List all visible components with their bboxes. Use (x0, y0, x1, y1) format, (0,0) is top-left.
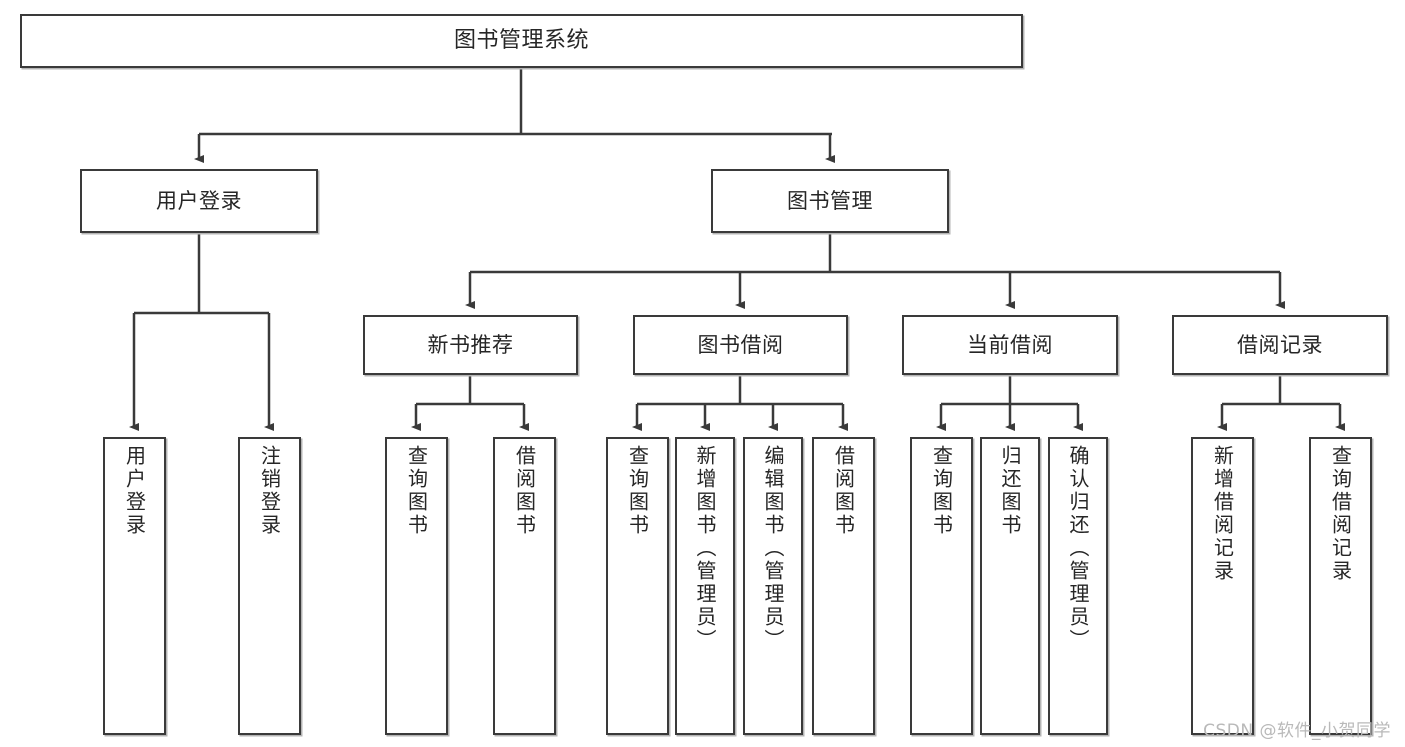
leaf-newbook-query-book[interactable]: 查询图书 (385, 437, 448, 735)
leaf-records-add-record[interactable]: 新增借阅记录 (1191, 437, 1254, 735)
node-current-borrow-label: 当前借阅 (967, 332, 1053, 357)
node-book-management[interactable]: 图书管理 (711, 169, 949, 233)
leaf-user-login[interactable]: 用户登录 (103, 437, 166, 735)
node-borrow-records-label: 借阅记录 (1237, 332, 1323, 357)
node-borrow-records[interactable]: 借阅记录 (1172, 315, 1388, 375)
edge-login-to-leaves (129, 233, 274, 431)
node-root-label: 图书管理系统 (453, 28, 589, 54)
leaf-borrow-edit-book[interactable]: 编辑图书（管理员） (743, 437, 803, 735)
leaf-borrow-add-book-label: 新增图书（管理员） (693, 445, 717, 652)
leaf-current-confirm-return-label: 确认归还（管理员） (1066, 445, 1090, 652)
edge-current-to-leaves (936, 375, 1083, 431)
node-root[interactable]: 图书管理系统 (20, 14, 1023, 68)
csdn-watermark: CSDN @软件_小贺同学 (1203, 721, 1391, 741)
leaf-user-logout[interactable]: 注销登录 (238, 437, 301, 735)
leaf-user-logout-label: 注销登录 (257, 445, 282, 537)
edge-root-to-level1 (194, 68, 835, 163)
node-book-borrow[interactable]: 图书借阅 (633, 315, 848, 375)
leaf-newbook-query-book-label: 查询图书 (404, 445, 429, 537)
leaf-borrow-borrow-book-label: 借阅图书 (831, 445, 856, 537)
leaf-records-query-record-label: 查询借阅记录 (1328, 445, 1353, 583)
leaf-borrow-query-book-label: 查询图书 (625, 445, 650, 537)
node-new-book-recommend-label: 新书推荐 (427, 332, 514, 357)
leaf-borrow-add-book[interactable]: 新增图书（管理员） (675, 437, 735, 735)
node-book-management-label: 图书管理 (787, 188, 873, 213)
leaf-current-query-book-label: 查询图书 (929, 445, 954, 537)
leaf-current-query-book[interactable]: 查询图书 (910, 437, 973, 735)
leaf-current-confirm-return[interactable]: 确认归还（管理员） (1048, 437, 1108, 735)
leaf-newbook-borrow-book-label: 借阅图书 (512, 445, 537, 537)
edge-bookmgmt-to-level2 (465, 233, 1285, 309)
node-book-borrow-label: 图书借阅 (697, 332, 784, 357)
leaf-borrow-borrow-book[interactable]: 借阅图书 (812, 437, 875, 735)
node-current-borrow[interactable]: 当前借阅 (902, 315, 1118, 375)
leaf-current-return-book-label: 归还图书 (998, 445, 1022, 537)
leaf-records-query-record[interactable]: 查询借阅记录 (1309, 437, 1372, 735)
leaf-newbook-borrow-book[interactable]: 借阅图书 (493, 437, 556, 735)
leaf-borrow-edit-book-label: 编辑图书（管理员） (761, 445, 785, 652)
edge-newbook-to-leaves (411, 375, 529, 431)
edge-records-to-leaves (1217, 375, 1345, 431)
leaf-records-add-record-label: 新增借阅记录 (1210, 445, 1235, 583)
leaf-current-return-book[interactable]: 归还图书 (980, 437, 1040, 735)
node-new-book-recommend[interactable]: 新书推荐 (363, 315, 578, 375)
node-user-login[interactable]: 用户登录 (80, 169, 318, 233)
edge-borrow-to-leaves (632, 375, 848, 431)
node-user-login-label: 用户登录 (156, 188, 242, 213)
leaf-borrow-query-book[interactable]: 查询图书 (606, 437, 669, 735)
leaf-user-login-label: 用户登录 (122, 445, 147, 537)
